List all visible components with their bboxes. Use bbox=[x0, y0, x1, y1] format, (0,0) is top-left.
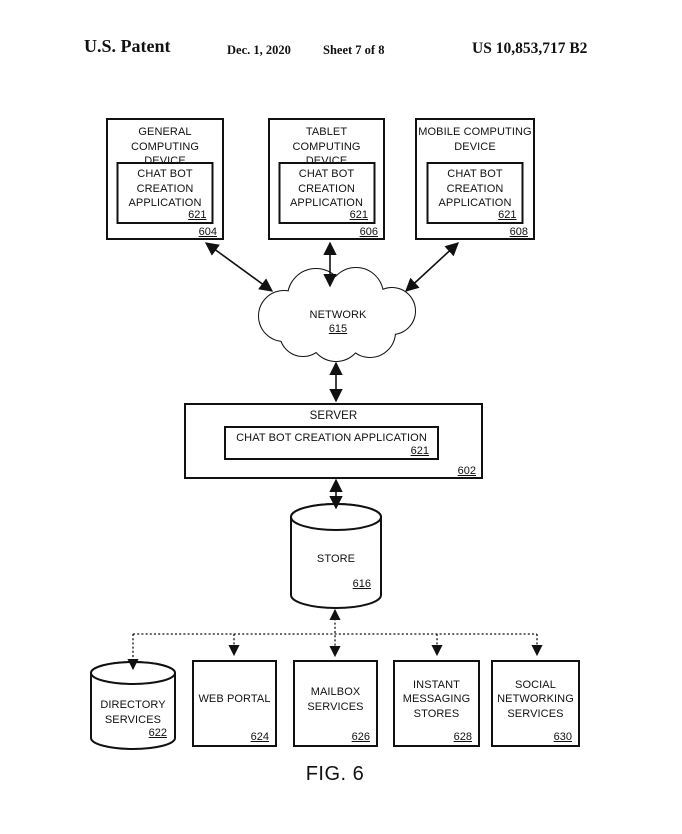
server-label: SERVER bbox=[309, 410, 358, 422]
app-label: CHAT BOT CREATION APPLICATION bbox=[438, 168, 512, 210]
patent-date: Dec. 1, 2020 bbox=[227, 43, 291, 57]
figure-caption: FIG. 6 bbox=[305, 763, 365, 785]
ref-numeral-602: 602 bbox=[457, 464, 476, 477]
sheet-number: Sheet 7 of 8 bbox=[323, 43, 385, 57]
server-app-box: CHAT BOT CREATION APPLICATION 621 bbox=[224, 426, 439, 460]
web-portal-box: WEB PORTAL 624 bbox=[192, 660, 277, 747]
ref-numeral-626: 626 bbox=[351, 730, 370, 743]
ref-numeral-616: 616 bbox=[352, 578, 371, 590]
service-label: WEB PORTAL bbox=[198, 693, 271, 706]
instant-messaging-stores-box: INSTANT MESSAGING STORES 628 bbox=[393, 660, 480, 747]
ref-numeral-608: 608 bbox=[509, 225, 528, 238]
service-label: INSTANT MESSAGING STORES bbox=[402, 678, 471, 720]
app-label: CHAT BOT CREATION APPLICATION bbox=[128, 168, 202, 210]
service-label: SOCIAL NETWORKING SERVICES bbox=[497, 678, 574, 720]
app-label: CHAT BOT CREATION APPLICATION bbox=[289, 168, 364, 210]
store-cylinder-shape bbox=[290, 503, 382, 609]
social-networking-services-box: SOCIAL NETWORKING SERVICES 630 bbox=[491, 660, 580, 747]
ref-numeral-621: 621 bbox=[410, 444, 429, 457]
ref-numeral-606: 606 bbox=[359, 225, 378, 238]
tablet-computing-device-box: TABLET COMPUTING DEVICE CHAT BOT CREATIO… bbox=[268, 118, 385, 240]
general-computing-device-box: GENERAL COMPUTING DEVICE CHAT BOT CREATI… bbox=[106, 118, 224, 240]
ref-numeral-621: 621 bbox=[498, 208, 517, 221]
mailbox-services-box: MAILBOX SERVICES 626 bbox=[293, 660, 378, 747]
network-label: NETWORK bbox=[309, 309, 367, 321]
ref-numeral-621: 621 bbox=[188, 208, 207, 221]
ref-numeral-628: 628 bbox=[453, 730, 472, 743]
chat-bot-app-box: CHAT BOT CREATION APPLICATION 621 bbox=[116, 162, 214, 224]
ref-numeral-604: 604 bbox=[198, 225, 217, 238]
patent-label: U.S. Patent bbox=[84, 36, 171, 56]
network-cloud-shape bbox=[258, 267, 416, 362]
device-name: MOBILE COMPUTING DEVICE bbox=[418, 126, 532, 153]
ref-numeral-615: 615 bbox=[328, 323, 348, 335]
ref-numeral-621: 621 bbox=[349, 208, 368, 221]
store-label: STORE bbox=[316, 553, 356, 565]
ref-numeral-622: 622 bbox=[148, 727, 167, 739]
server-box: SERVER CHAT BOT CREATION APPLICATION 621… bbox=[184, 403, 483, 479]
chat-bot-app-box: CHAT BOT CREATION APPLICATION 621 bbox=[426, 162, 524, 224]
service-label: MAILBOX SERVICES bbox=[307, 685, 364, 713]
patent-number: US 10,853,717 B2 bbox=[472, 40, 588, 57]
directory-services-label: DIRECTORY SERVICES bbox=[100, 699, 166, 726]
ref-numeral-624: 624 bbox=[250, 730, 269, 743]
app-label: CHAT BOT CREATION APPLICATION bbox=[236, 432, 427, 444]
ref-numeral-630: 630 bbox=[553, 730, 572, 743]
chat-bot-app-box: CHAT BOT CREATION APPLICATION 621 bbox=[278, 162, 375, 224]
mobile-computing-device-box: MOBILE COMPUTING DEVICE CHAT BOT CREATIO… bbox=[415, 118, 535, 240]
